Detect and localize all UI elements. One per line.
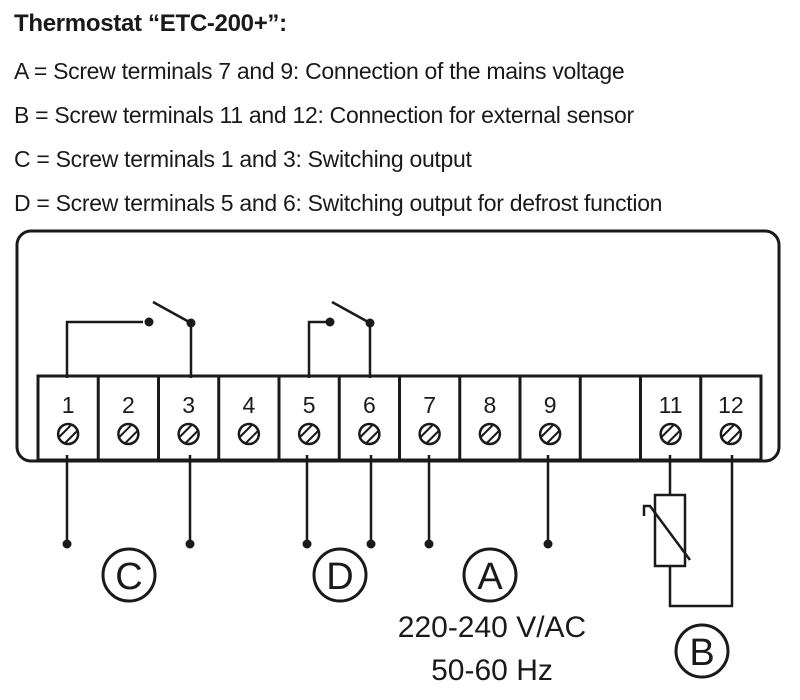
sensor-thermistor-icon (642, 493, 692, 568)
legend-d: D = Screw terminals 5 and 6: Switching o… (14, 190, 663, 216)
terminal-screw-11-icon (659, 422, 682, 446)
terminal-screw-6-icon (358, 422, 381, 446)
group-d-letter: D (326, 556, 353, 598)
terminal-screw-2-icon (117, 422, 140, 446)
terminal-number-4: 4 (242, 392, 255, 418)
relay-d-pivot-dot (365, 318, 375, 328)
terminal-screw-1-icon (56, 422, 80, 446)
relay-d-contact-dot (325, 317, 335, 327)
terminal-number-1: 1 (62, 392, 75, 418)
terminal-number-2: 2 (122, 392, 135, 418)
group-c-marker: C (101, 547, 157, 603)
terminal-screw-4-icon (237, 422, 261, 446)
group-a-letter: A (477, 556, 503, 598)
terminal-number-3: 3 (182, 392, 195, 418)
terminal-screws (56, 422, 743, 446)
legend-b: B = Screw terminals 11 and 12: Connectio… (14, 102, 634, 128)
terminal-dividers (96, 376, 703, 460)
relay-d-switch (307, 300, 372, 378)
terminal-screw-5-icon (297, 422, 321, 446)
terminal-number-6: 6 (363, 392, 376, 418)
terminal-number-8: 8 (483, 392, 496, 418)
terminal-screw-3-icon (177, 422, 200, 446)
diagram-title: Thermostat “ETC-200+”: (14, 10, 287, 37)
wire-sensor-loop (668, 455, 734, 608)
relay-c-pivot-dot (186, 318, 196, 328)
relay-c-contact-dot (144, 317, 154, 327)
wire-end-dots (62, 539, 553, 549)
group-c-letter: C (115, 556, 142, 598)
group-d-marker: D (312, 547, 368, 603)
supply-voltage-label: 220-240 V/AC (398, 611, 586, 644)
terminal-number-11: 11 (659, 392, 683, 418)
terminal-number-12: 12 (718, 392, 744, 418)
relay-c-switch (65, 300, 193, 378)
terminal-number-7: 7 (423, 392, 436, 418)
terminal-screw-8-icon (478, 422, 502, 446)
legend-c: C = Screw terminals 1 and 3: Switching o… (14, 146, 472, 172)
group-b-marker: B (674, 623, 730, 679)
terminal-screw-9-icon (538, 422, 562, 446)
legend-a: A = Screw terminals 7 and 9: Connection … (14, 58, 625, 84)
terminal-number-5: 5 (303, 392, 316, 418)
terminal-number-9: 9 (544, 392, 557, 418)
group-b-letter: B (689, 632, 714, 674)
terminal-screw-12-icon (719, 422, 743, 446)
external-wires (65, 455, 734, 608)
terminal-screw-7-icon (418, 422, 441, 446)
supply-frequency-label: 50-60 Hz (431, 654, 553, 687)
group-a-marker: A (462, 547, 518, 603)
